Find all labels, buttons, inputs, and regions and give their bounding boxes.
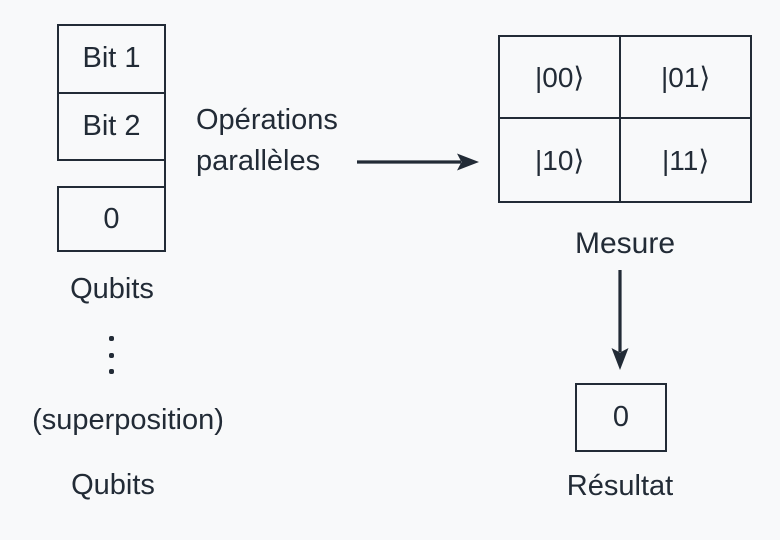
result-label: Résultat xyxy=(566,470,674,502)
bit2-label: Bit 2 xyxy=(82,109,141,142)
qubits-label: Qubits xyxy=(70,273,154,305)
ellipsis-dot xyxy=(109,369,114,374)
stack-connector-line xyxy=(163,160,166,186)
vertical-ellipsis-icon xyxy=(109,336,114,374)
down-arrow-icon xyxy=(611,270,629,370)
state-cell-10: |10⟩ xyxy=(500,119,622,201)
state-cell-11: |11⟩ xyxy=(662,144,710,176)
qubits-section-label: Qubits xyxy=(71,469,155,501)
parallel-operations-line1: Opérations xyxy=(196,104,338,136)
bit2-cell: Bit 2 xyxy=(59,91,164,160)
measure-label: Mesure xyxy=(574,227,676,260)
bit1-cell: Bit 1 xyxy=(59,26,164,92)
qubit-zero-value: 0 xyxy=(103,202,120,235)
state-grid: |00⟩ |01⟩ |10⟩ |11⟩ xyxy=(498,35,752,203)
bit-stack-box: Bit 1 Bit 2 xyxy=(57,24,166,161)
ellipsis-dot xyxy=(109,336,114,341)
parallel-operations-line2: parallèles xyxy=(196,145,321,177)
ellipsis-dot xyxy=(109,352,114,358)
result-value: 0 xyxy=(612,401,630,433)
state-cell-01: |01⟩ xyxy=(621,37,750,119)
state-cell-00: |00⟩ xyxy=(500,37,622,119)
right-arrow-icon xyxy=(357,153,479,171)
parallel-operations-label: Opérations parallèles xyxy=(196,100,338,182)
superposition-note: (superposition) xyxy=(32,404,224,436)
qubit-zero-box: 0 xyxy=(57,186,166,252)
bit1-label: Bit 1 xyxy=(82,42,141,75)
result-box: 0 xyxy=(575,383,667,452)
